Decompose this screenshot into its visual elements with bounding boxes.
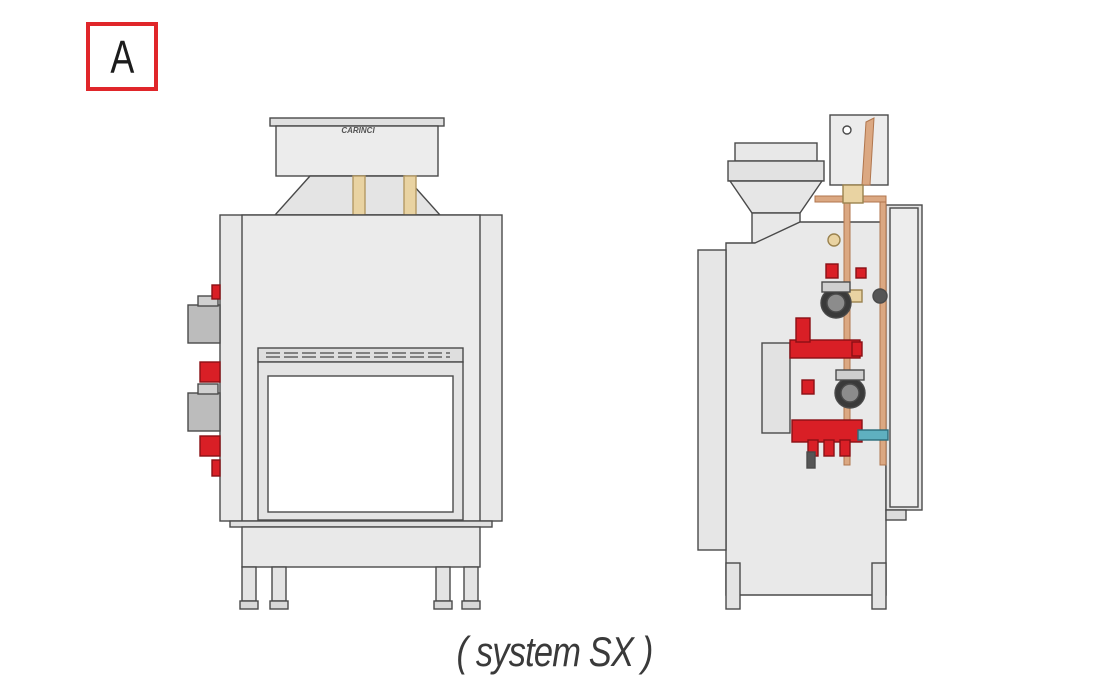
circulation-pump-icon [820, 281, 852, 319]
valve-icon [806, 288, 888, 469]
caption-text: ( system SX ) [456, 628, 654, 675]
panel-label-box: A [86, 22, 158, 91]
front-view-diagram [187, 117, 503, 610]
side-view-diagram [697, 114, 923, 610]
panel-label: A [110, 30, 134, 83]
caption: ( system SX ) [0, 628, 1110, 676]
circulation-pump-icon [834, 369, 866, 409]
brand-logo: CARINCI [341, 126, 375, 135]
